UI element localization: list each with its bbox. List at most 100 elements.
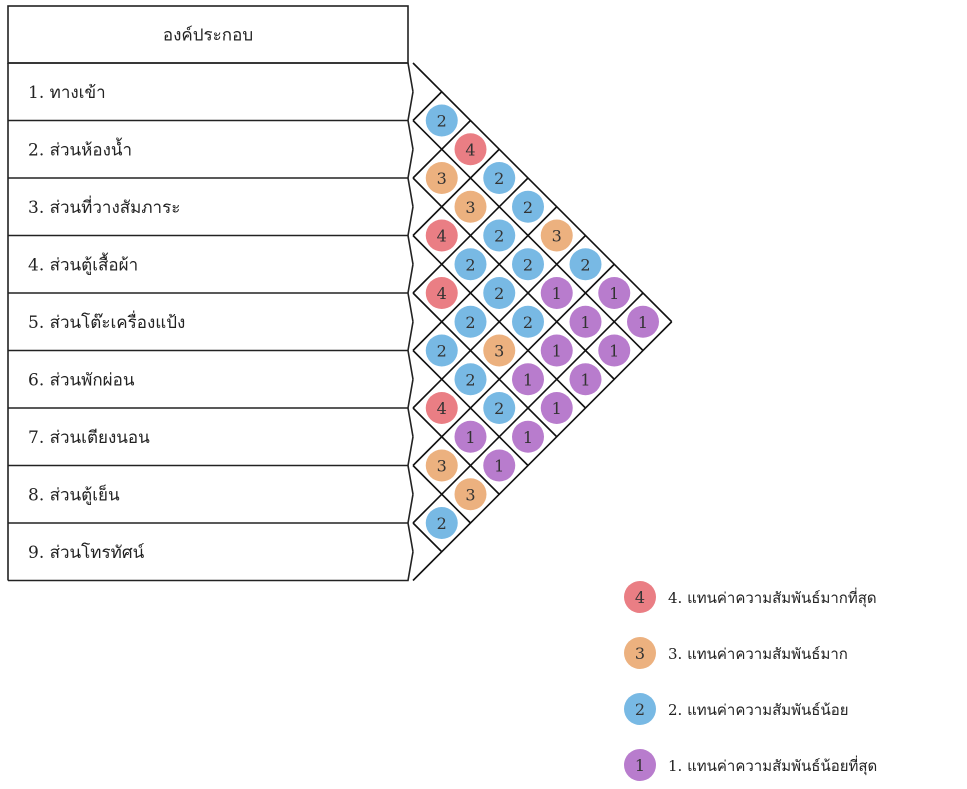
relationship-value: 2: [494, 284, 504, 303]
legend-label: 3. แทนค่าความสัมพันธ์มาก: [668, 645, 848, 663]
row-separator: [8, 494, 414, 552]
relationship-value: 2: [465, 370, 475, 389]
grid-line: [412, 148, 500, 237]
relationship-value: 2: [523, 198, 533, 217]
relationship-dot: [512, 248, 544, 281]
relationship-value: 1: [523, 370, 533, 389]
legend-value: 1: [635, 756, 645, 775]
relationship-dot: [454, 190, 487, 223]
relationship-dot: [454, 363, 487, 396]
matrix-grid: [412, 62, 673, 582]
relationship-value: 3: [437, 169, 447, 188]
grid-line: [412, 234, 587, 409]
relationship-value: 2: [580, 255, 590, 274]
component-label: 7. ส่วนเตียงนอน: [28, 428, 150, 448]
relationship-value: 2: [523, 255, 533, 274]
relationship-value: 1: [609, 342, 619, 361]
row-separator: [8, 321, 414, 380]
relationship-dot: [512, 363, 544, 396]
relationship-dot: [598, 334, 631, 367]
relationship-value: 2: [437, 342, 447, 361]
relationship-dot: [454, 420, 487, 453]
relationship-value: 2: [494, 399, 504, 418]
row-separator: [8, 62, 414, 92]
row-separator: [8, 264, 414, 322]
relationship-value: 1: [609, 284, 619, 303]
relationship-value: 1: [580, 313, 590, 332]
relationship-dots: [425, 104, 659, 539]
grid-line: [412, 407, 500, 495]
relationship-value: 4: [437, 227, 447, 246]
legend-label: 1. แทนค่าความสัมพันธ์น้อยที่สุด: [668, 755, 877, 776]
component-label: 3. ส่วนที่วางสัมภาระ: [28, 195, 180, 218]
row-separator: [8, 149, 414, 207]
component-label: 1. ทางเข้า: [28, 83, 106, 103]
legend-dot: [624, 693, 656, 725]
grid-line: [412, 62, 673, 323]
relationship-dot: [540, 334, 573, 367]
component-label: 4. ส่วนตู้เสื้อผ้า: [28, 252, 138, 275]
grid-line: [412, 177, 615, 380]
row-separator: [8, 206, 414, 265]
grid-line: [412, 321, 673, 582]
grid-line: [412, 177, 529, 294]
component-label: 9. ส่วนโทรทัศน์: [28, 542, 145, 563]
relationship-dot: [425, 104, 458, 137]
legend-dot: [624, 749, 656, 781]
relationship-dot: [569, 363, 602, 396]
relationship-value: 3: [465, 198, 475, 217]
relationship-value: 2: [465, 313, 475, 332]
relationship-dot: [627, 305, 659, 338]
relationship-dot: [540, 277, 573, 309]
relationship-dot: [425, 162, 458, 194]
relationship-dot: [483, 277, 516, 309]
relationship-dot: [425, 277, 458, 309]
grid-line: [412, 91, 443, 122]
relationship-value: 1: [523, 428, 533, 447]
relationship-dot: [425, 449, 458, 482]
grid-line: [412, 119, 472, 179]
relationship-value: 2: [437, 514, 447, 533]
relationship-dot: [425, 507, 458, 539]
relationship-value: 1: [552, 399, 562, 418]
grid-line: [412, 522, 443, 553]
relationship-dot: [540, 219, 573, 252]
relationship-dot: [598, 277, 631, 309]
relationship-dot: [483, 219, 516, 252]
legend-value: 2: [635, 700, 645, 719]
grid-line: [412, 263, 615, 467]
relationship-dot: [483, 334, 516, 367]
relationship-dot: [512, 305, 544, 338]
relationship-dot: [483, 392, 516, 424]
relationship-value: 1: [465, 428, 475, 447]
relationship-dot: [569, 248, 602, 281]
row-separator: [8, 436, 414, 495]
relationship-dot: [425, 334, 458, 367]
relationship-dot: [425, 392, 458, 424]
grid-line: [412, 292, 558, 438]
relationship-value: 3: [437, 457, 447, 476]
relationship-value: 1: [552, 284, 562, 303]
relationship-dot: [483, 162, 516, 194]
legend-value: 4: [635, 588, 645, 607]
relationship-value: 2: [494, 169, 504, 188]
legend-label: 4. แทนค่าความสัมพันธ์มากที่สุด: [668, 587, 877, 608]
row-separator: [8, 379, 414, 437]
component-label: 2. ส่วนห้องน้ำ: [28, 137, 132, 160]
relationship-value: 3: [465, 485, 475, 504]
relationship-dot: [454, 133, 487, 166]
relationship-value: 2: [465, 255, 475, 274]
relationship-value: 3: [552, 227, 562, 246]
relationship-dot: [454, 248, 487, 281]
relationship-dot: [454, 478, 487, 511]
relationship-value: 4: [437, 284, 447, 303]
relationship-value: 3: [494, 342, 504, 361]
component-label: 5. ส่วนโต๊ะเครื่องแป้ง: [28, 310, 185, 333]
relationship-dot: [454, 305, 487, 338]
relationship-dot: [569, 305, 602, 338]
component-label: 6. ส่วนพักผ่อน: [28, 370, 135, 390]
relationship-dot: [540, 392, 573, 424]
